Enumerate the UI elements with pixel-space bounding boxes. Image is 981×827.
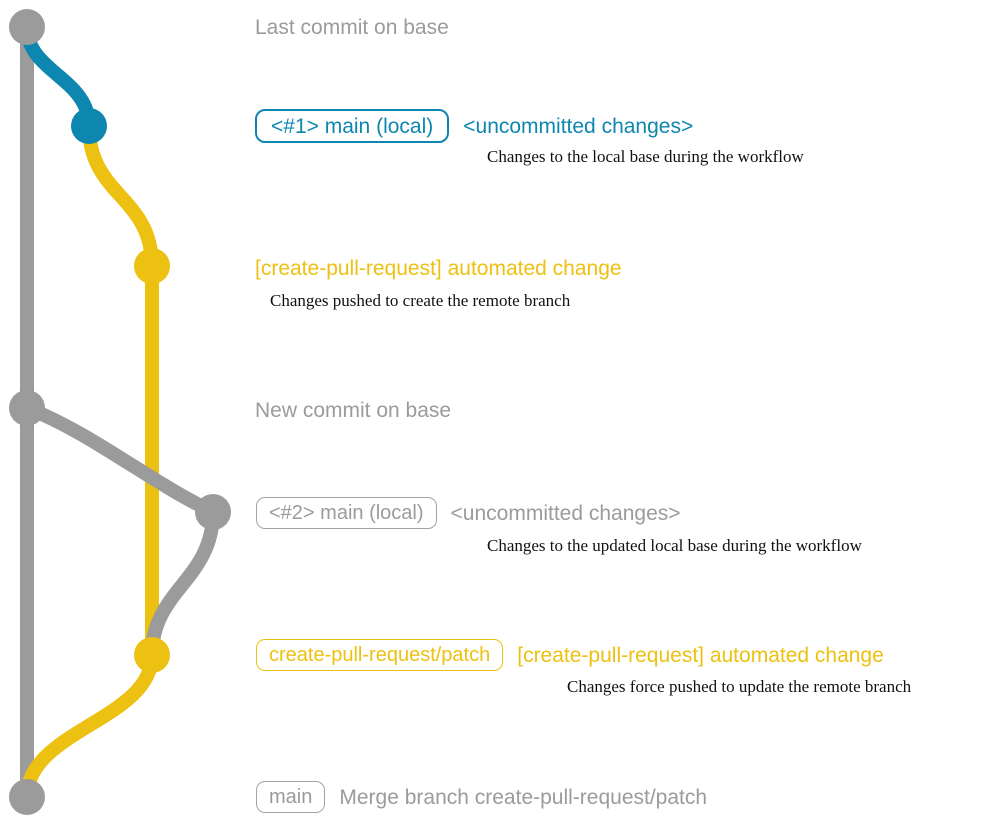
row-headline-automated-change-create: [create-pull-request] automated change — [255, 256, 622, 280]
commit-node-local-change-1[interactable] — [71, 108, 107, 144]
branch-pill-local-2[interactable]: <#2> main (local) — [256, 497, 437, 529]
branch-pill-patch[interactable]: create-pull-request/patch — [256, 639, 504, 671]
row-merge-commit: main Merge branch create-pull-request/pa… — [256, 781, 707, 813]
local-branch-line-2 — [20, 401, 220, 519]
row-subnote-automated-change-update: Changes force pushed to update the remot… — [567, 677, 912, 696]
row-subnote-local-change-1: Changes to the local base during the wor… — [487, 147, 804, 166]
row-headline-last-commit-on-base: Last commit on base — [255, 15, 449, 39]
row-local-change-2: <#2> main (local) <uncommitted changes> — [256, 497, 681, 529]
row-headline-local-change-1: <uncommitted changes> — [463, 114, 694, 138]
patch-merge-line — [20, 648, 159, 804]
row-headline-local-change-2: <uncommitted changes> — [450, 501, 681, 525]
row-subnote-local-change-2: Changes to the updated local base during… — [487, 536, 862, 555]
row-automated-change-create: [create-pull-request] automated change — [255, 251, 622, 285]
local-to-patch-line — [145, 505, 220, 662]
commit-node-new-commit-on-base[interactable] — [9, 390, 45, 426]
commit-node-last-commit-on-base[interactable] — [9, 9, 45, 45]
commit-node-automated-change-update[interactable] — [134, 637, 170, 673]
patch-branch-line-1 — [82, 119, 159, 273]
row-headline-automated-change-update: [create-pull-request] automated change — [517, 643, 884, 667]
row-new-commit-on-base: New commit on base — [255, 393, 451, 427]
row-automated-change-update: create-pull-request/patch [create-pull-r… — [256, 639, 884, 671]
row-headline-merge-commit: Merge branch create-pull-request/patch — [339, 785, 708, 809]
commit-node-local-change-2[interactable] — [195, 494, 231, 530]
row-subnote-automated-change-create: Changes pushed to create the remote bran… — [270, 291, 571, 310]
commit-node-automated-change-create[interactable] — [134, 248, 170, 284]
row-local-change-1: <#1> main (local) <uncommitted changes> — [255, 109, 693, 143]
row-headline-new-commit-on-base: New commit on base — [255, 398, 452, 422]
row-last-commit-on-base: Last commit on base — [255, 10, 449, 44]
branch-pill-main[interactable]: main — [256, 781, 326, 813]
commit-node-merge-commit[interactable] — [9, 779, 45, 815]
branch-pill-local-1[interactable]: <#1> main (local) — [255, 109, 450, 143]
